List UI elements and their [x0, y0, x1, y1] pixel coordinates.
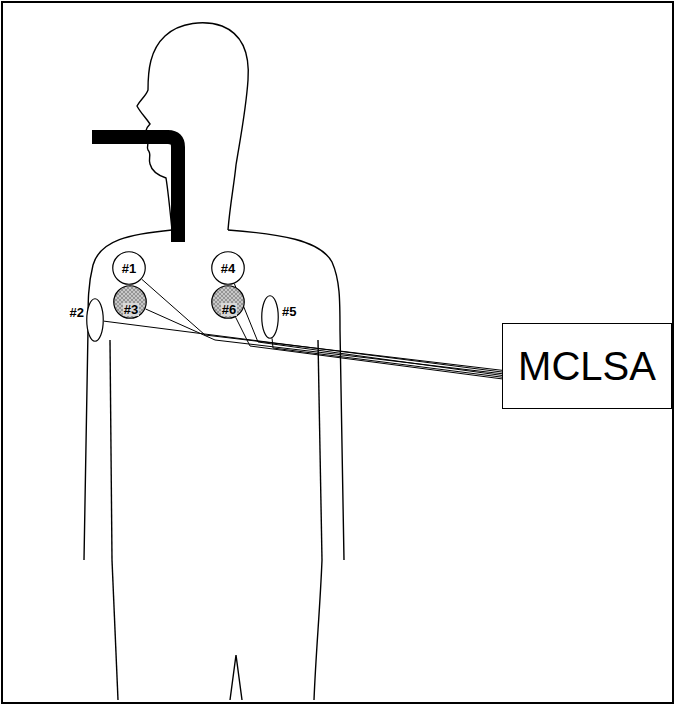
electrode-number: #4	[221, 262, 235, 275]
pad-shape	[212, 252, 245, 285]
electrode-pad: #1	[112, 251, 146, 285]
electrode-number: #5	[282, 305, 296, 318]
electrode-wire	[104, 321, 502, 372]
pad-shape	[113, 252, 146, 285]
pad-outline	[261, 295, 279, 339]
device-label: MCLSA	[518, 346, 656, 386]
electrode-wire	[146, 309, 502, 374]
electrode-number: #2	[70, 306, 84, 319]
electrode-pad-back: #6	[211, 285, 245, 319]
pad-shape	[114, 286, 147, 319]
pad-shape	[212, 286, 245, 319]
electrode-pad: #2	[86, 298, 104, 342]
body-outline	[84, 23, 344, 700]
electrode-pad-back: #3	[113, 285, 147, 319]
electrode-number: #3	[123, 303, 139, 316]
pad-shape	[262, 296, 279, 339]
electrode-number: #1	[122, 262, 136, 275]
electrode-pad: #5	[261, 295, 279, 339]
pad-shape	[87, 299, 104, 342]
analyzer-box: MCLSA	[502, 323, 672, 409]
electrode-number: #6	[221, 303, 237, 316]
breathing-tube	[92, 137, 178, 242]
pad-outline	[86, 298, 104, 342]
electrode-pad: #4	[211, 251, 245, 285]
electrode-wire	[272, 338, 502, 377]
electrode-wire	[142, 279, 502, 370]
